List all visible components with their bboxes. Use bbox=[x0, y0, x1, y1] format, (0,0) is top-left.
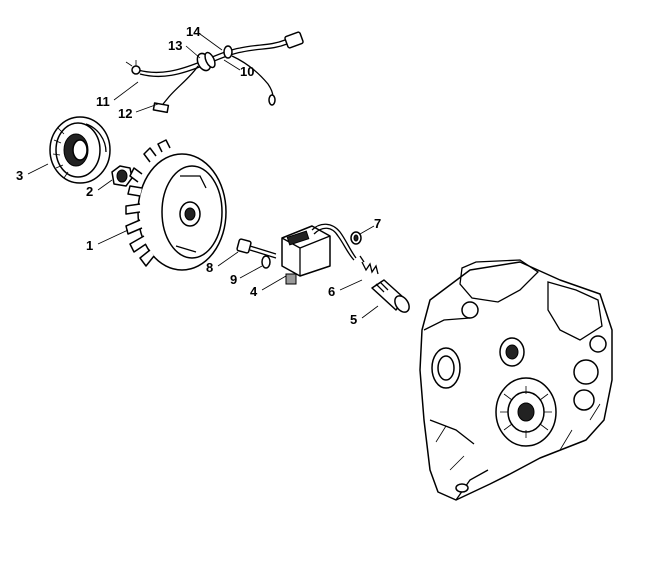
callout-8: 8 bbox=[206, 260, 213, 275]
callout-13: 13 bbox=[168, 38, 182, 53]
callout-7: 7 bbox=[374, 216, 381, 231]
callout-2: 2 bbox=[86, 184, 93, 199]
callout-10: 10 bbox=[240, 64, 254, 79]
callout-9: 9 bbox=[230, 272, 237, 287]
crankcase bbox=[419, 259, 613, 501]
callout-11: 11 bbox=[96, 94, 110, 109]
callout-14: 14 bbox=[186, 24, 201, 39]
callout-5: 5 bbox=[350, 312, 357, 327]
bushing bbox=[350, 231, 362, 245]
callout-labels: 1 2 3 4 5 6 7 8 9 10 11 12 13 14 bbox=[16, 24, 381, 327]
callout-1: 1 bbox=[86, 238, 93, 253]
starter-pulley bbox=[49, 116, 111, 184]
flywheel bbox=[125, 139, 227, 271]
callout-12: 12 bbox=[118, 106, 132, 121]
leader-lines bbox=[27, 33, 379, 319]
wiring-harness bbox=[125, 31, 304, 114]
spark-plug-boot bbox=[371, 279, 410, 313]
spring bbox=[359, 255, 379, 275]
callout-4: 4 bbox=[250, 284, 258, 299]
ignition-module bbox=[281, 223, 357, 285]
screw bbox=[236, 238, 277, 259]
washer bbox=[261, 255, 271, 269]
callout-3: 3 bbox=[16, 168, 23, 183]
nut bbox=[111, 165, 133, 187]
callout-6: 6 bbox=[328, 284, 335, 299]
